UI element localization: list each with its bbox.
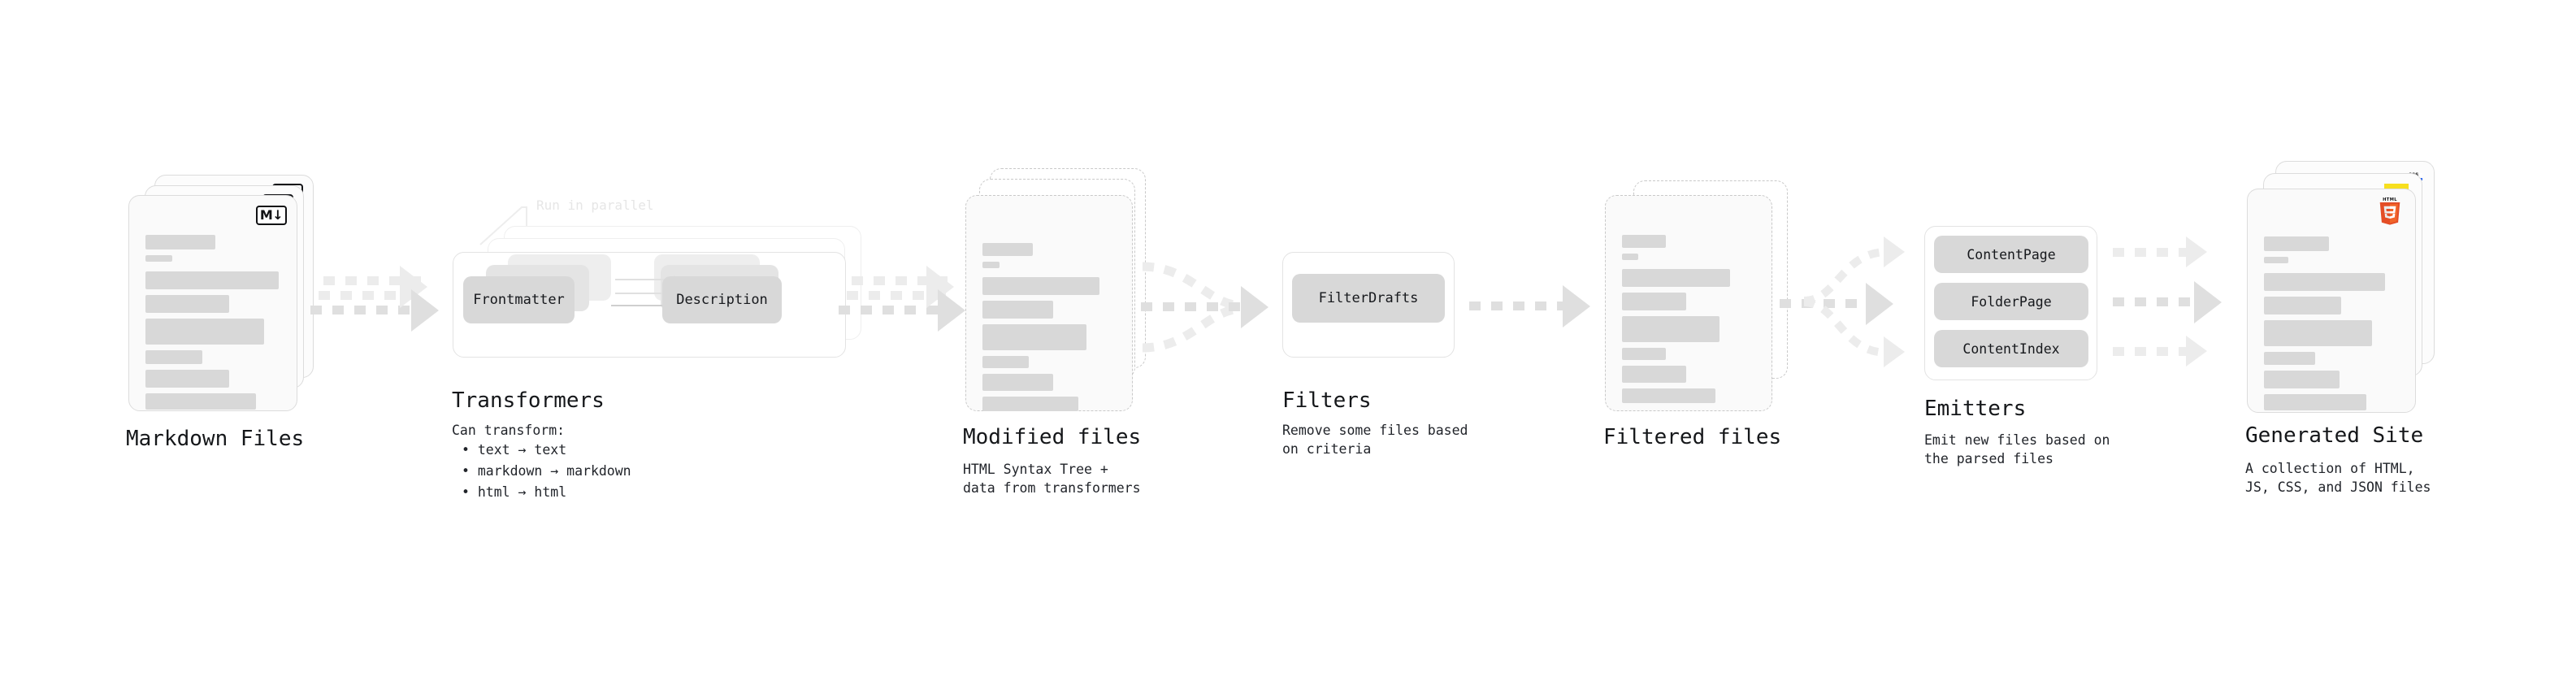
stage-title-generated-site: Generated Site xyxy=(2245,423,2424,448)
transformers-subtitle: Can transform: xyxy=(452,423,566,438)
markdown-icon: M↓ xyxy=(256,206,287,225)
chip-frontmatter[interactable]: Frontmatter xyxy=(463,276,575,323)
run-in-parallel-label: Run in parallel xyxy=(536,197,654,213)
run-in-parallel-leader xyxy=(479,197,609,249)
stage-title-filtered-files: Filtered files xyxy=(1603,425,1782,449)
file-placeholder-lines xyxy=(982,243,1116,417)
stage-title-modified-files: Modified files xyxy=(963,425,1142,449)
stage-title-emitters: Emitters xyxy=(1924,397,2027,421)
transformers-bullet-2: • markdown → markdown xyxy=(462,463,631,479)
filtered-file-card-front xyxy=(1605,195,1772,411)
filters-subtitle: Remove some files based on criteria xyxy=(1282,423,1468,458)
file-placeholder-lines xyxy=(1622,235,1755,409)
chip-contentpage[interactable]: ContentPage xyxy=(1934,236,2088,273)
file-placeholder-lines xyxy=(145,235,280,415)
transformers-bullet-1: • text → text xyxy=(462,442,567,458)
svg-text:HTML: HTML xyxy=(2383,197,2397,202)
chip-folderpage[interactable]: FolderPage xyxy=(1934,283,2088,320)
modified-file-card-front xyxy=(965,195,1133,411)
chip-filterdrafts[interactable]: FilterDrafts xyxy=(1292,274,1445,323)
site-file-card-html: HTML xyxy=(2247,189,2416,413)
chip-contentindex[interactable]: ContentIndex xyxy=(1934,330,2088,367)
markdown-file-card-front: M↓ xyxy=(128,195,297,411)
split-curves xyxy=(1802,241,1932,366)
file-placeholder-lines xyxy=(2264,236,2399,416)
html5-icon: HTML xyxy=(2376,197,2404,230)
modified-files-subtitle: HTML Syntax Tree + data from transformer… xyxy=(963,462,1141,497)
stage-title-filters: Filters xyxy=(1282,388,1372,413)
chip-description[interactable]: Description xyxy=(662,276,782,323)
transformers-bullet-3: • html → html xyxy=(462,484,567,500)
stage-title-markdown-files: Markdown Files xyxy=(126,427,305,451)
stage-title-transformers: Transformers xyxy=(452,388,605,413)
generated-site-subtitle: A collection of HTML, JS, CSS, and JSON … xyxy=(2245,461,2431,496)
emitters-subtitle: Emit new files based on the parsed files xyxy=(1924,432,2110,467)
